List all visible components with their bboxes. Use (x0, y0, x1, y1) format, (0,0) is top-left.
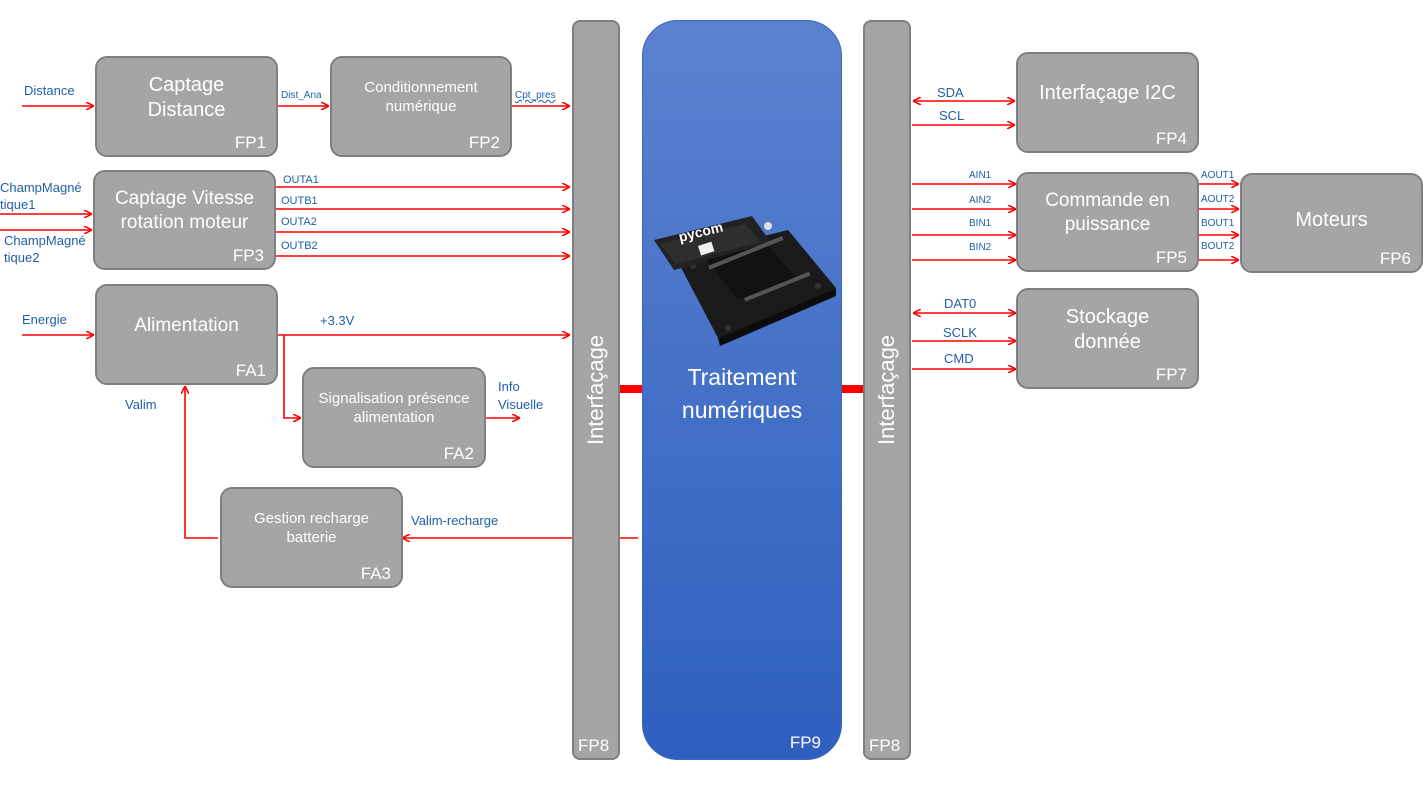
label-bin2: BIN2 (969, 242, 992, 253)
fp5-title: Commande en puissance (1045, 190, 1170, 235)
fp4-title: Interfaçage I2C (1039, 82, 1176, 104)
fa1-code: FA1 (235, 361, 266, 380)
label-dist-ana: Dist_Ana (281, 90, 322, 101)
pycom-board-image: pycom (654, 216, 836, 346)
fa1-title: Alimentation (134, 314, 239, 336)
label-dat0: DAT0 (944, 296, 977, 311)
label-sclk: SCLK (943, 325, 977, 340)
label-champ1: ChampMagné tique1 (0, 180, 82, 212)
label-outa1: OUTA1 (283, 174, 319, 186)
label-cpt-pres: Cpt_pres (515, 90, 556, 101)
fp7-title: Stockage donnée (1065, 305, 1150, 353)
label-ain1: AIN1 (969, 170, 992, 181)
fp2-title: Conditionnement numérique (364, 78, 478, 115)
label-outa2: OUTA2 (281, 216, 317, 228)
label-bout2: BOUT2 (1201, 241, 1235, 252)
fp2-code: FP2 (468, 133, 500, 152)
fa3-title: Gestion recharge batterie (253, 509, 370, 546)
block-fp2: Conditionnement numérique FP2 (330, 56, 512, 157)
fp1-title: Captage Distance (147, 73, 226, 121)
label-outb2: OUTB2 (281, 240, 318, 252)
block-fp1: Captage Distance FP1 (95, 56, 278, 157)
label-3v3: +3.3V (320, 313, 355, 328)
block-fa2: Signalisation présence alimentation FA2 (302, 367, 486, 468)
wire-to-fa2 (283, 335, 300, 418)
label-energie: Energie (22, 312, 67, 327)
block-fp6: Moteurs FP6 (1240, 173, 1423, 273)
fp1-code: FP1 (234, 133, 266, 152)
fa2-title: Signalisation présence alimentation (318, 389, 470, 426)
processor-title: Traitement numériques (681, 364, 803, 424)
block-fa1: Alimentation FA1 (95, 284, 278, 385)
label-sda: SDA (937, 85, 964, 100)
wire-valim (185, 387, 218, 539)
fp3-code: FP3 (232, 246, 264, 265)
label-champ2: ChampMagné tique2 (4, 233, 86, 265)
fa2-code: FA2 (443, 444, 474, 463)
label-valim-recharge: Valim-recharge (411, 513, 499, 528)
fp4-code: FP4 (1155, 129, 1187, 148)
bus-right (841, 385, 864, 393)
bus-left (620, 385, 643, 393)
label-distance: Distance (24, 83, 75, 98)
fp6-title: Moteurs (1295, 208, 1368, 231)
interface-left: Interfaçage FP8 (572, 20, 620, 760)
label-bin1: BIN1 (969, 218, 992, 229)
label-cmd: CMD (944, 351, 974, 366)
block-fp5: Commande en puissance FP5 (1016, 172, 1199, 272)
label-valim: Valim (125, 397, 157, 412)
interface-left-code: FP8 (578, 736, 610, 755)
interface-right-code: FP8 (869, 736, 901, 755)
interface-left-label: Interfaçage (583, 334, 608, 446)
label-bout1: BOUT1 (1201, 218, 1235, 229)
label-scl: SCL (939, 108, 965, 123)
label-ain2: AIN2 (969, 195, 992, 206)
fp6-code: FP6 (1379, 249, 1411, 268)
processor-code: FP9 (789, 733, 821, 752)
label-aout2: AOUT2 (1201, 194, 1235, 205)
label-info-visuelle: Info Visuelle (498, 379, 544, 412)
label-outb1: OUTB1 (281, 195, 318, 207)
fp3-title: Captage Vitesse rotation moteur (114, 188, 255, 233)
label-aout1: AOUT1 (1201, 170, 1235, 181)
processor-block: Traitement numériques FP9 (642, 20, 842, 760)
block-fp4: Interfaçage I2C FP4 (1016, 52, 1199, 153)
block-fa3: Gestion recharge batterie FA3 (220, 487, 403, 588)
fp5-code: FP5 (1155, 248, 1187, 267)
fp7-code: FP7 (1155, 365, 1187, 384)
block-fp3: Captage Vitesse rotation moteur FP3 (93, 170, 276, 270)
interface-right: Interfaçage FP8 (863, 20, 911, 760)
fa3-code: FA3 (360, 564, 391, 583)
block-fp7: Stockage donnée FP7 (1016, 288, 1199, 389)
interface-right-label: Interfaçage (874, 334, 899, 446)
